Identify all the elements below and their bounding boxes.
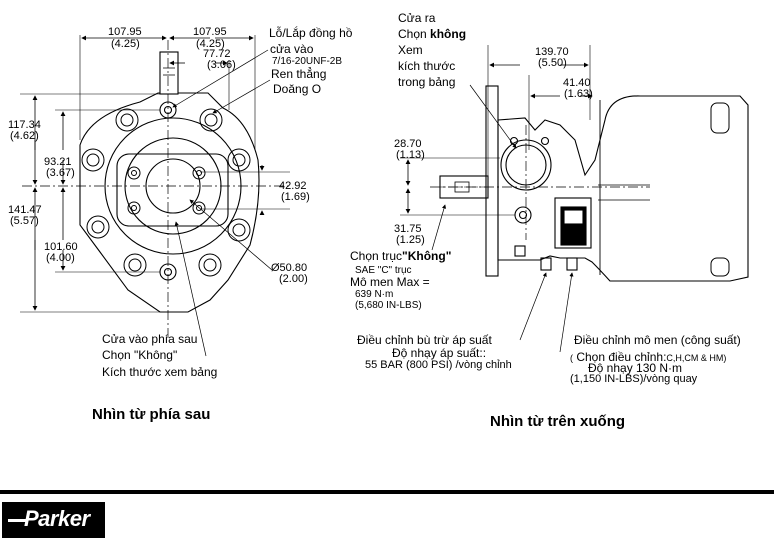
- gauge-port-seal: Doăng O: [273, 82, 322, 96]
- dim-rear-bottom-port-in: (4.00): [46, 252, 75, 264]
- rear-view-caption: Nhìn từ phía sau: [92, 406, 211, 423]
- top-view-drawing: [400, 45, 749, 353]
- dim-rear-port-height: 93.21: [44, 156, 72, 168]
- logo-text: Parker: [24, 506, 90, 531]
- shaft-torque-inlbs: (5,680 IN-LBS): [355, 300, 422, 311]
- shaft-max-torque: Mô men Max =: [350, 275, 430, 289]
- logo-bar: [8, 519, 26, 522]
- dim-rear-width-right: 107.95: [193, 26, 227, 38]
- footer-rule: [0, 490, 774, 494]
- outlet-label: Cửa ra: [398, 11, 436, 25]
- gauge-port-thread: 7/16-20UNF-2B: [272, 56, 343, 67]
- dim-top-length-in: (5.50): [538, 57, 567, 69]
- dim-rear-width-left: 107.95: [108, 26, 142, 38]
- dim-shaft-upper-in: (1.13): [396, 149, 425, 161]
- dim-port-offset-in: (3.06): [207, 59, 236, 71]
- dim-rear-upper-height: 117.34: [8, 119, 41, 131]
- torque-control-options: ( Chọn điều chỉnh:C,H,CM & HM): [570, 350, 727, 364]
- dim-bolt-spacing-in: (1.69): [281, 191, 310, 203]
- outlet-see: Xem: [398, 43, 423, 57]
- dim-shaft-lower: 31.75: [394, 223, 422, 235]
- gauge-port-label: Lỗ/Lắp đồng hồ: [269, 26, 353, 40]
- dim-pilot-diameter: Ø50.80: [271, 262, 308, 274]
- nameplate: [554, 197, 592, 249]
- dim-rear-port-height-in: (3.67): [46, 167, 75, 179]
- compensator-sensitivity: Độ nhạy áp suất::: [392, 346, 487, 360]
- dim-rear-width-left-in: (4.25): [111, 38, 140, 50]
- dim-port-offset: 77.72: [203, 48, 231, 60]
- dim-rear-width-right-in: (4.25): [196, 38, 225, 50]
- shaft-option: Chọn trục"Không": [350, 249, 452, 263]
- outlet-option: Chọn không: [398, 27, 467, 41]
- dim-shaft-upper: 28.70: [394, 138, 422, 150]
- torque-control-value: (1,150 IN-LBS)/vòng quay: [570, 373, 698, 385]
- dim-pilot-diameter-in: (2.00): [279, 273, 308, 285]
- dim-bolt-spacing: 42.92: [279, 180, 307, 192]
- dim-outlet-offset: 41.40: [563, 77, 591, 89]
- rear-view-drawing: [20, 35, 290, 357]
- dim-top-length: 139.70: [535, 46, 569, 58]
- gauge-port-label-2: cửa vào: [270, 42, 314, 56]
- parker-logo: Parker: [2, 502, 105, 538]
- torque-control-sensitivity: Độ nhạy 130 N·m: [588, 361, 683, 375]
- shaft-type: SAE "C" trục: [355, 265, 412, 276]
- dim-outlet-offset-in: (1.63): [564, 88, 593, 100]
- rear-inlet-label: Cửa vào phía sau: [102, 332, 198, 346]
- compensator-label: Điều chỉnh bù trừ áp suất: [357, 333, 492, 347]
- pump-body-outline: [79, 92, 260, 313]
- shaft-torque-nm: 639 N·m: [355, 289, 394, 300]
- outlet-size: kích thước: [398, 59, 456, 73]
- gauge-port-thread-type: Ren thẳng: [271, 67, 327, 81]
- dim-rear-bottom-port: 101.60: [44, 241, 78, 253]
- compensator-value: 55 BAR (800 PSI) /vòng chỉnh: [365, 359, 512, 371]
- rear-inlet-size-note: Kích thước xem bảng: [102, 365, 218, 379]
- top-view-caption: Nhìn từ trên xuống: [490, 413, 626, 430]
- shaft-top: [159, 51, 179, 95]
- dim-rear-upper-height-in: (4.62): [10, 130, 39, 142]
- rear-inlet-option: Chọn "Không": [102, 348, 178, 362]
- outlet-table: trong bảng: [398, 75, 456, 89]
- dim-rear-lower-height: 141.47: [8, 204, 42, 216]
- dim-shaft-lower-in: (1.25): [396, 234, 425, 246]
- pump-body-side: [497, 95, 749, 282]
- torque-control-label: Điều chỉnh mô men (công suất): [574, 333, 741, 347]
- dim-rear-lower-height-in: (5.57): [10, 215, 39, 227]
